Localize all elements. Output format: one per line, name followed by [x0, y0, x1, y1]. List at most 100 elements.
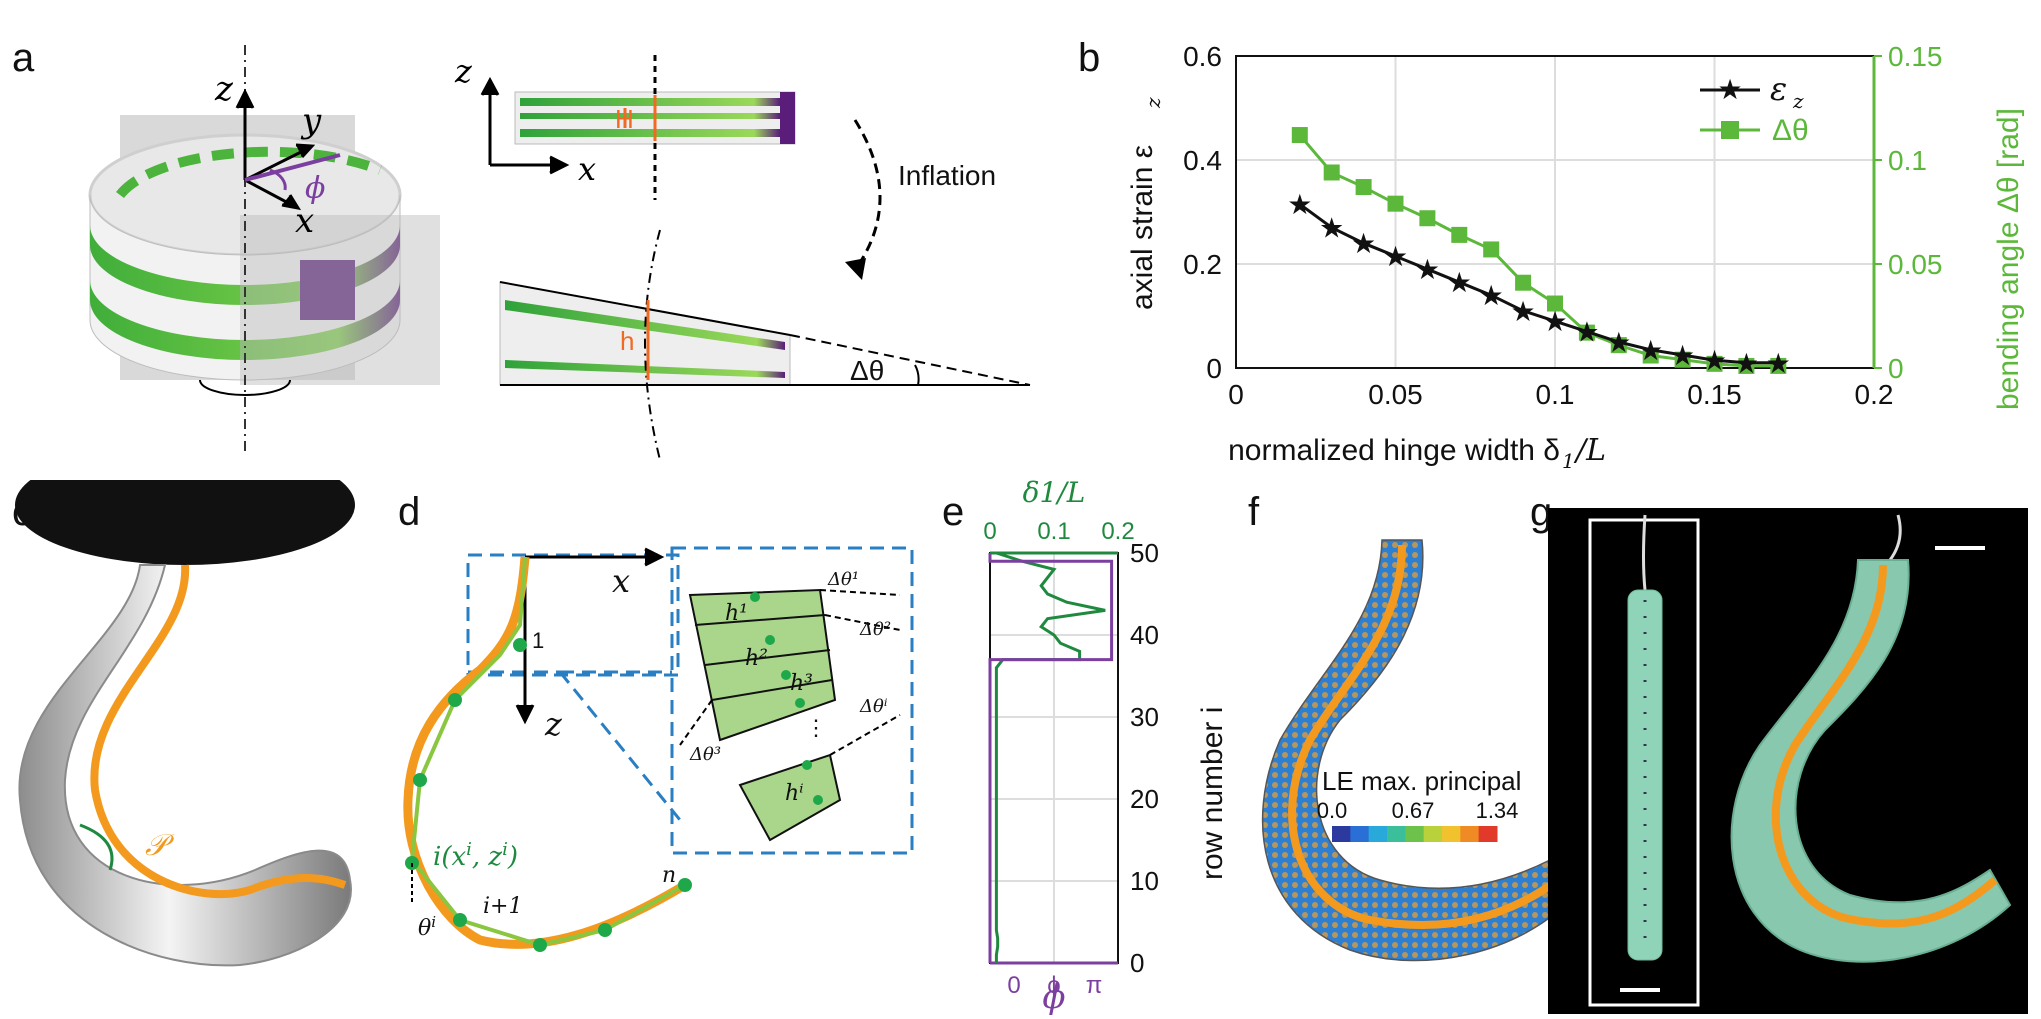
inset-hi: hⁱ	[785, 781, 804, 806]
panel-d-inset	[679, 588, 901, 842]
chart-e-xtick-top: 0	[983, 518, 996, 545]
angle-series-line	[1298, 134, 1779, 368]
strain-point: ★	[1511, 296, 1536, 327]
panel-c-figure: 𝒫	[15, 480, 355, 967]
chart-e-xtick-bottom: π	[1086, 972, 1103, 999]
fem-centerline	[1288, 544, 1561, 929]
inset-dtheta3: Δθ³	[689, 744, 721, 765]
angle-point	[1419, 210, 1436, 227]
angle-point	[1515, 274, 1532, 291]
panel-label-a: a	[12, 36, 35, 80]
node-i-label: i(xi, zi)	[433, 839, 518, 872]
chart-e-ylabel: row number i	[1196, 707, 1229, 880]
colorbar-swatch	[1387, 826, 1406, 842]
node-ip1-label: i+1	[483, 894, 522, 919]
strain-point: ★	[1606, 327, 1631, 358]
chart-e-xtick-top: 0.2	[1101, 518, 1134, 545]
inset-h2: h²	[745, 646, 768, 671]
strain-point: ★	[1287, 189, 1312, 220]
height-h-label: h	[620, 326, 634, 356]
inset-ellipsis: ⋮	[805, 715, 827, 740]
theta-i-label: θi	[418, 913, 436, 941]
colorbar-swatch	[1332, 826, 1351, 842]
angle-point	[1483, 241, 1500, 258]
panel-label-d: d	[398, 490, 421, 534]
legend-angle-marker	[1721, 121, 1739, 139]
colorbar-swatch	[1405, 826, 1425, 842]
bent-strip	[499, 229, 1031, 461]
chart-e-xtick-bottom: 0	[1007, 972, 1020, 999]
angle-point	[1323, 164, 1340, 181]
chart-b-xtick: 0.1	[1536, 379, 1575, 410]
chart-e-xlabel-bottom: ϕ	[1042, 977, 1065, 1017]
legend-strain-label: ε	[1770, 70, 1787, 108]
inset-dtheta2: Δθ²	[859, 619, 891, 640]
strain-point: ★	[1766, 348, 1791, 379]
chart-b-ytick-left: 0.2	[1183, 249, 1222, 280]
panel-a-figure: z y x ϕ z x H Inflation h Δθ	[88, 45, 1031, 461]
chart-b-ytick-right: 0.05	[1888, 249, 1943, 280]
legend-strain-sub: z	[1792, 89, 1804, 113]
strain-point: ★	[1319, 213, 1344, 244]
colorbar-swatch	[1442, 826, 1461, 842]
chart-b-ylabel-left: axial strain ε	[1126, 145, 1159, 310]
node-n-label: n	[662, 863, 676, 888]
chart-b-xtick: 0.2	[1855, 379, 1894, 410]
pressurized-tube	[1730, 559, 2012, 963]
panel-label-g: g	[1530, 490, 1553, 534]
chart-b-xlabel-sub: 1	[1562, 449, 1575, 473]
colorbar-title: LE max. principal	[1322, 766, 1521, 796]
panel-label-e: e	[942, 490, 965, 534]
chart-e-ytick: 10	[1130, 866, 1159, 896]
chart-b-xtick: 0.05	[1368, 379, 1423, 410]
colorbar-swatch	[1368, 826, 1388, 842]
colorbar-tick-0: 0.0	[1317, 798, 1348, 823]
inflation-label: Inflation	[898, 160, 996, 191]
chart-b-ytick-right: 0	[1888, 353, 1904, 384]
chart-e-ytick: 40	[1130, 620, 1159, 650]
colorbar-swatch	[1423, 826, 1443, 842]
ring-model	[88, 45, 440, 455]
angle-point	[1451, 226, 1468, 243]
panel-g-figure	[1548, 508, 2028, 1014]
straight-strip	[514, 55, 796, 200]
chart-e-xtick-top: 0.1	[1037, 518, 1070, 545]
panel-f-figure: LE max. principal 0.0 0.67 1.34	[1261, 539, 1570, 962]
side-axes	[480, 76, 570, 175]
chart-b-ytick-left: 0.4	[1183, 145, 1222, 176]
hook-path-line	[90, 564, 347, 899]
strain-point: ★	[1542, 306, 1567, 337]
chart-b-ytick-right: 0.15	[1888, 41, 1943, 72]
inset-dthetai: Δθⁱ	[859, 696, 888, 717]
panel-d-axis-x: x	[612, 562, 630, 600]
chart-b-xlabel: normalized hinge width δ	[1228, 434, 1560, 467]
delta-theta-label: Δθ	[850, 355, 884, 386]
colorbar-tick-2: 1.34	[1476, 798, 1519, 823]
chart-e-xtick-bottom: ϕ	[1047, 972, 1060, 999]
colorbar	[1332, 826, 1498, 842]
node-start-label: 1	[532, 628, 544, 653]
pressurized-centerline	[1771, 564, 1998, 928]
chart-e-ytick: 20	[1130, 784, 1159, 814]
chart-e-ytick: 30	[1130, 702, 1159, 732]
phi-series-line	[988, 553, 1114, 963]
side-axis-x-label: x	[578, 150, 596, 188]
axis-z-label: z	[214, 69, 234, 109]
side-axis-z-label: z	[454, 52, 473, 90]
panel-d-nodes	[405, 638, 692, 952]
angle-point	[1387, 195, 1404, 212]
strain-series-line	[1298, 202, 1779, 365]
height-H-label: H	[615, 104, 634, 134]
chart-b-ylabel-right: bending angle Δθ [rad]	[1992, 108, 2025, 410]
angle-phi-label: ϕ	[305, 171, 325, 206]
strain-point: ★	[1383, 241, 1408, 272]
chart-e-xlabel-top: δ1/L	[1023, 476, 1086, 509]
hook-body	[18, 564, 352, 967]
strain-point: ★	[1479, 280, 1504, 311]
colorbar-swatch	[1478, 826, 1498, 842]
colorbar-swatch	[1460, 826, 1480, 842]
strain-point: ★	[1638, 335, 1663, 366]
strain-point: ★	[1351, 228, 1376, 259]
angle-point	[1355, 179, 1372, 196]
